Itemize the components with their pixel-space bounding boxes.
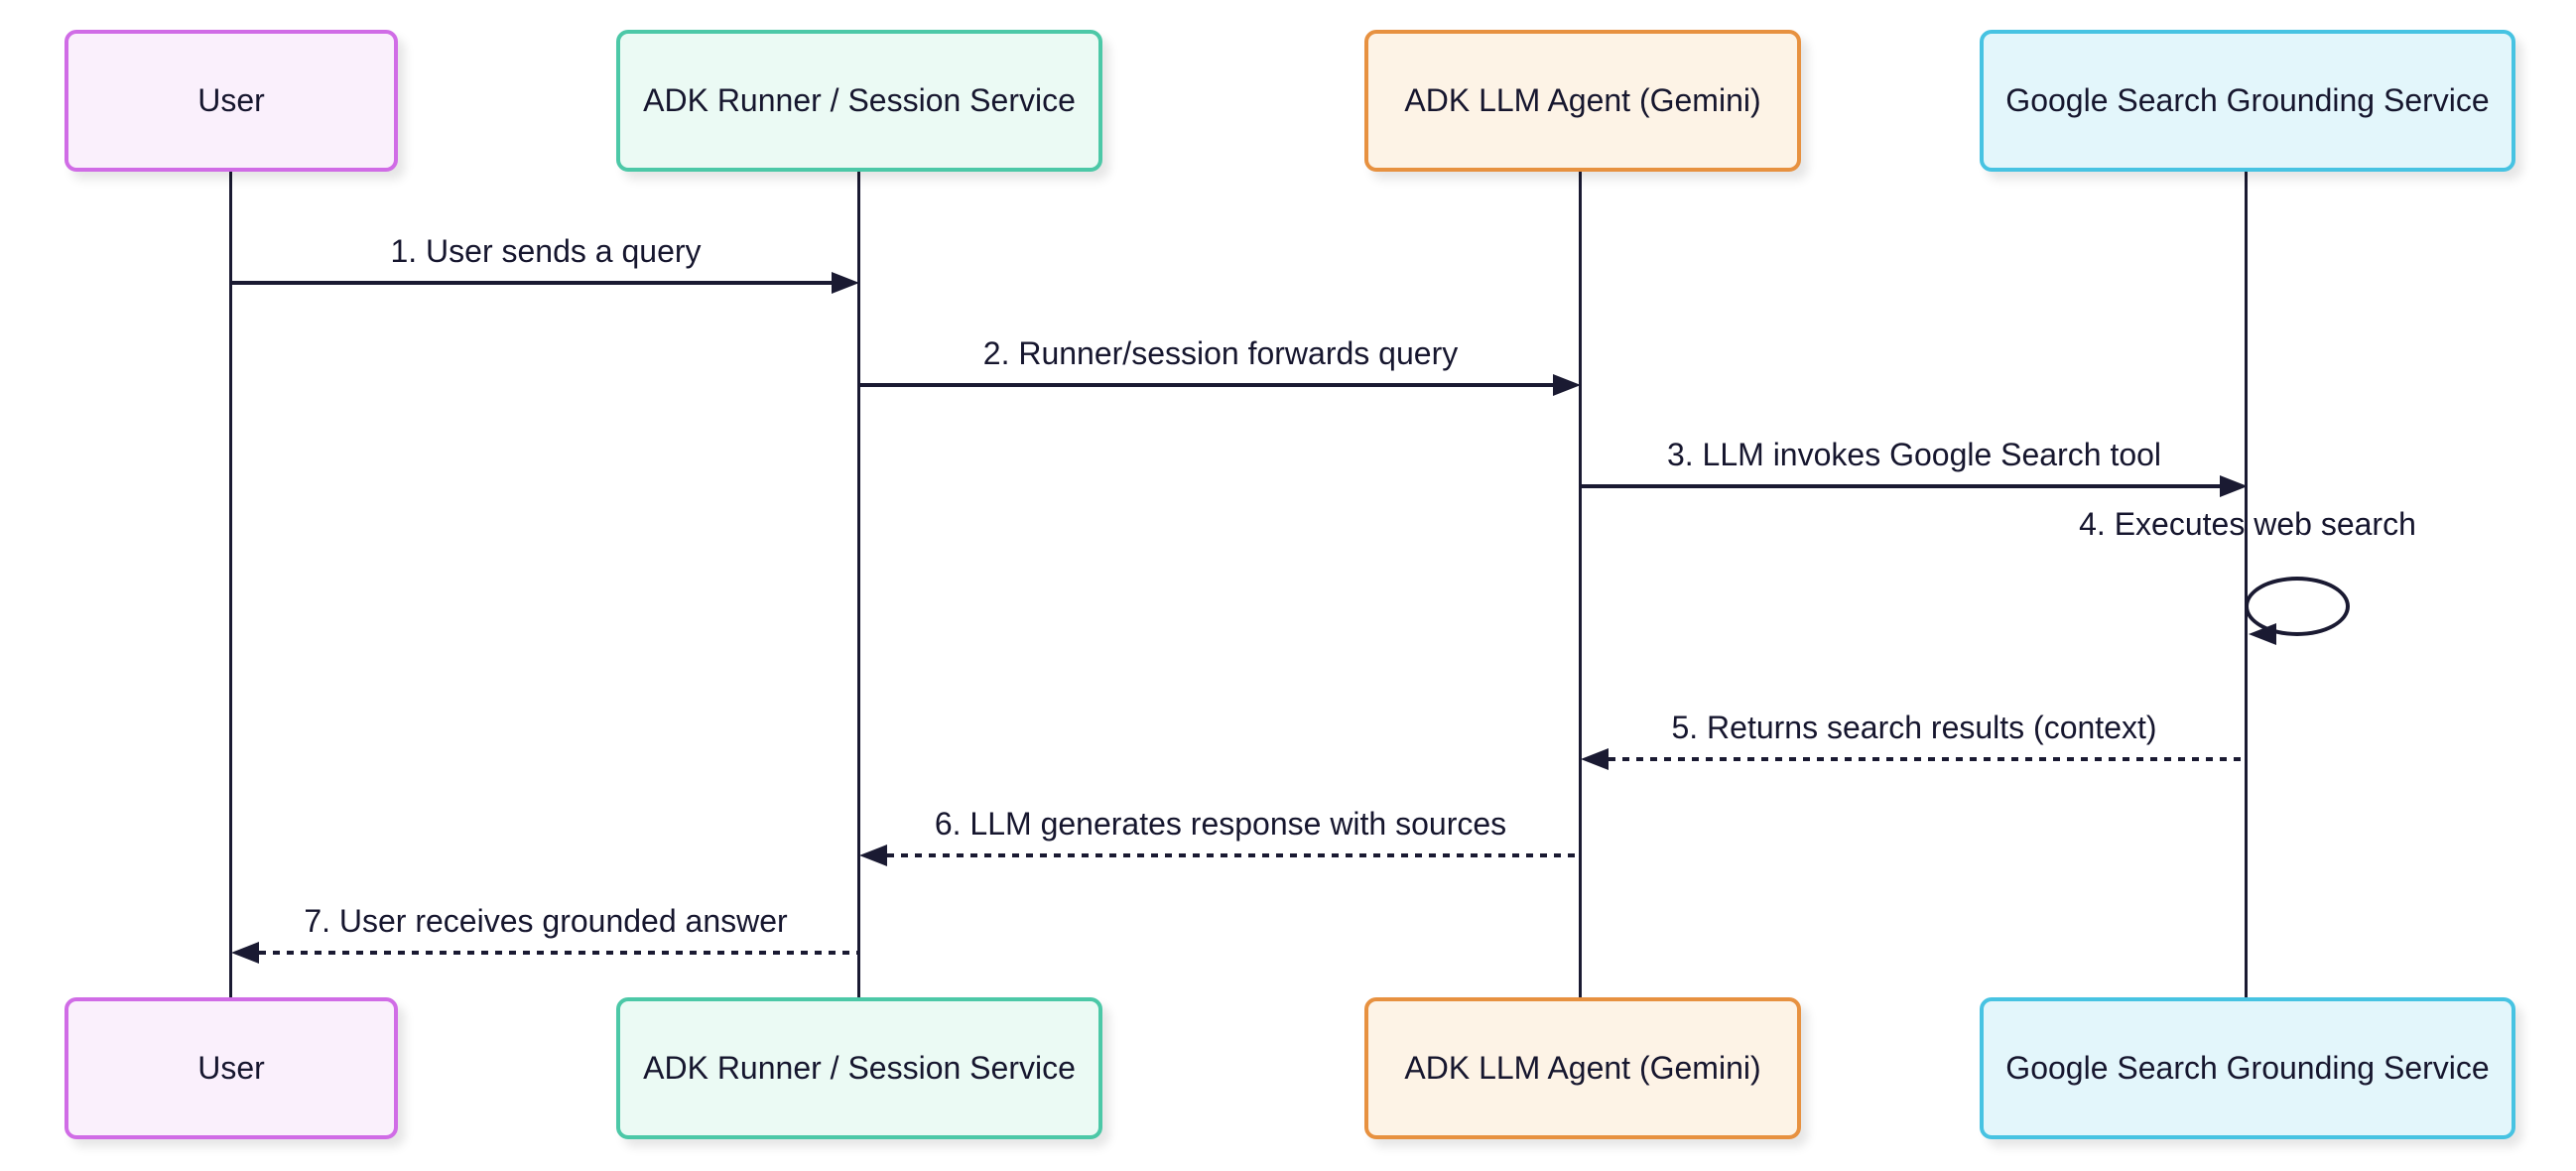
actor-user-bottom-label: User [197,1050,265,1086]
message-3-line [1581,484,2224,488]
actor-llm-bottom: ADK LLM Agent (Gemini) [1364,997,1801,1139]
lifeline-google [2245,172,2248,997]
message-5-label: 5. Returns search results (context) [1671,710,2157,745]
actor-google-top-label: Google Search Grounding Service [2005,82,2490,118]
actor-user-top: User [64,30,398,172]
actor-user-top-label: User [197,82,265,118]
actor-runner-bottom-label: ADK Runner / Session Service [643,1050,1076,1086]
message-4-arrowhead-icon [2249,623,2276,645]
message-5-arrowhead-icon [1581,748,1609,770]
actor-runner-top-label: ADK Runner / Session Service [643,82,1076,118]
actor-runner-bottom: ADK Runner / Session Service [616,997,1102,1139]
actor-google-bottom-label: Google Search Grounding Service [2005,1050,2490,1086]
message-4-label: 4. Executes web search [2079,506,2416,542]
actor-user-bottom: User [64,997,398,1139]
message-4-self-loop [2245,577,2350,636]
message-6-line [887,853,1581,857]
message-2-line [859,383,1557,387]
message-5-line [1609,757,2248,761]
actor-llm-top-label: ADK LLM Agent (Gemini) [1404,82,1761,118]
message-1-label: 1. User sends a query [390,233,702,269]
message-3-arrowhead-icon [2220,475,2248,497]
message-2-arrowhead-icon [1553,374,1581,396]
actor-llm-bottom-label: ADK LLM Agent (Gemini) [1404,1050,1761,1086]
message-7-label: 7. User receives grounded answer [304,903,788,939]
message-1-line [231,281,836,285]
message-7-arrowhead-icon [231,942,259,964]
lifeline-user [229,172,232,997]
actor-runner-top: ADK Runner / Session Service [616,30,1102,172]
message-7-line [259,951,859,955]
message-6-arrowhead-icon [859,845,887,866]
actor-llm-top: ADK LLM Agent (Gemini) [1364,30,1801,172]
message-2-label: 2. Runner/session forwards query [982,335,1459,371]
message-3-label: 3. LLM invokes Google Search tool [1666,437,2162,472]
message-6-label: 6. LLM generates response with sources [934,806,1507,842]
actor-google-top: Google Search Grounding Service [1980,30,2515,172]
message-1-arrowhead-icon [832,272,859,294]
lifeline-llm [1579,172,1582,997]
actor-google-bottom: Google Search Grounding Service [1980,997,2515,1139]
lifeline-runner [857,172,860,997]
